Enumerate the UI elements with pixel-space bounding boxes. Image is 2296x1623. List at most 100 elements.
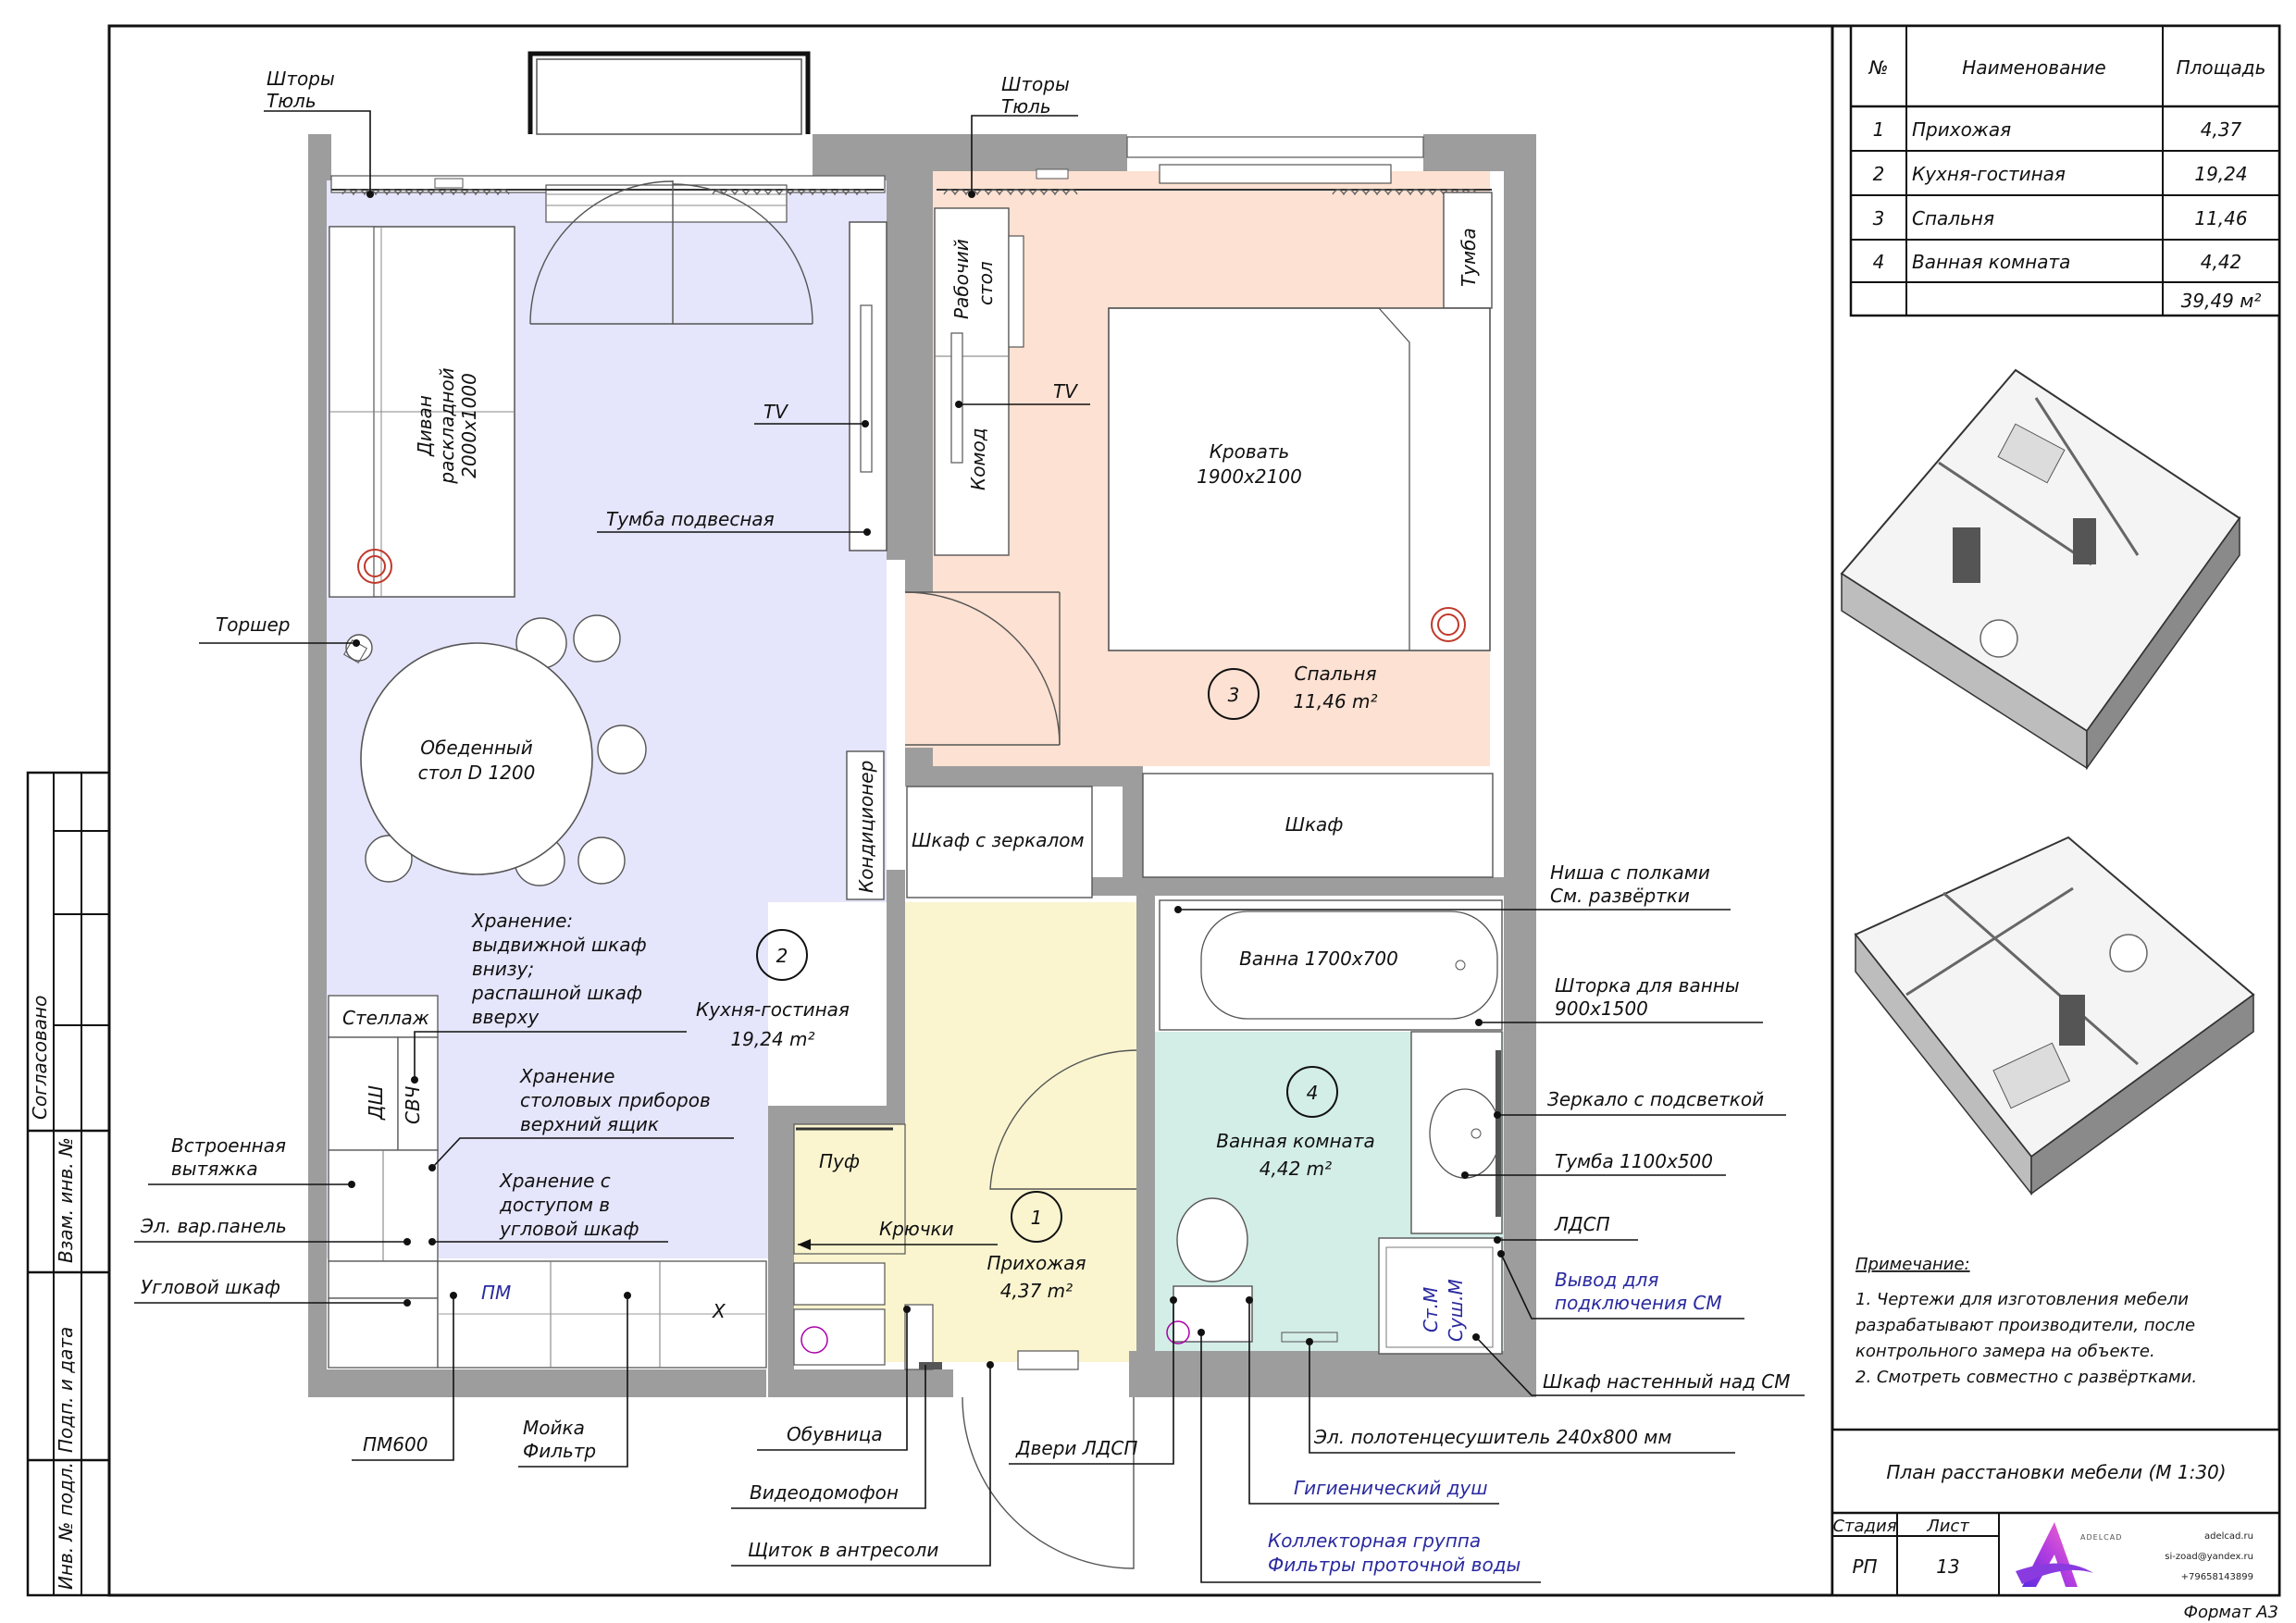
table-header-name: Наименование — [1962, 56, 2105, 79]
mirror-label: Зеркало с подсветкой — [1547, 1088, 1764, 1110]
bedroom-door — [904, 591, 1061, 746]
sofa-label-2: раскладной — [436, 367, 458, 484]
curtain-rail-bedroom — [937, 168, 1492, 196]
side-stamp-sign-date: Подп. и дата — [55, 1327, 77, 1453]
logo-text: ADELCAD — [2080, 1533, 2122, 1542]
sheet-value: 13 — [1936, 1555, 1959, 1578]
kitchen-cabinets: Стеллаж ДШ СВЧ ПМ Х — [328, 995, 767, 1369]
collector-1: Коллекторная группа — [1268, 1530, 1481, 1552]
notes-line-3: контрольного замера на объекте. — [1855, 1342, 2155, 1361]
dishwasher-label: ПМ — [481, 1282, 511, 1304]
toilet — [1166, 1197, 1338, 1344]
balcony-door — [529, 180, 813, 325]
panel-label: Щиток в антресоли — [748, 1539, 938, 1561]
microwave-label: СВЧ — [402, 1085, 424, 1124]
vanity-label: Тумба 1100х500 — [1555, 1150, 1713, 1172]
storage2-1: Хранение — [519, 1065, 614, 1087]
room-2-name: Кухня-гостиная — [696, 998, 850, 1021]
room-2-number: 2 — [776, 945, 788, 967]
hygienic-shower-label: Гигиенический душ — [1294, 1477, 1488, 1499]
desk-label-2: стол — [974, 261, 997, 305]
wardrobe: Шкаф — [1142, 773, 1494, 878]
desk-label-1: Рабочий — [950, 239, 973, 319]
rack-label: Стеллаж — [342, 1007, 429, 1029]
notes-line-2: разрабатывают производители, после — [1855, 1316, 2195, 1335]
bathtub-label: Ванна 1700х700 — [1239, 948, 1398, 970]
room-3-area: 11,46 m² — [1293, 690, 1377, 712]
table-row-2-area: 19,24 — [2194, 163, 2247, 185]
notes: Примечание: 1. Чертежи для изготовления … — [1855, 1255, 2197, 1387]
curtains-right-2: Тюль — [1001, 95, 1051, 118]
nightstand-label: Тумба — [1458, 228, 1480, 287]
sofa-label-1: Диван — [414, 395, 436, 457]
notes-title: Примечание: — [1855, 1255, 1970, 1274]
contact-site: adelcad.ru — [2204, 1531, 2253, 1542]
window-kitchen — [330, 175, 886, 223]
table-row-3-area: 11,46 — [2194, 207, 2247, 229]
niche-2: См. развёртки — [1550, 885, 1690, 907]
table-row-1-name: Прихожая — [1912, 118, 2011, 141]
shoe-rack-label: Обувница — [787, 1423, 883, 1445]
wardrobe-label: Шкаф — [1285, 813, 1344, 836]
window-bedroom — [1126, 136, 1424, 184]
contact-phone: +79658143899 — [2181, 1572, 2253, 1582]
storage1-2: выдвижной шкаф — [472, 934, 647, 956]
towel-rail-label: Эл. полотенцесушитель 240х800 мм — [1313, 1426, 1671, 1448]
isometric-preview-2 — [1854, 836, 2255, 1196]
table-row-4-no: 4 — [1873, 251, 1885, 273]
table-row-3-no: 3 — [1873, 207, 1885, 229]
tv-left-label: TV — [763, 401, 788, 423]
storage3-1: Хранение с — [499, 1170, 611, 1192]
washer-cabinet: Ст.М Суш.М — [1378, 1237, 1503, 1355]
stage-value: РП — [1852, 1555, 1877, 1578]
hanging-stand-label: Тумба подвесная — [606, 508, 775, 530]
table-row-1-no: 1 — [1873, 118, 1885, 141]
storage1-3: внизу; — [472, 958, 534, 980]
doors-label: Двери ЛДСП — [1015, 1437, 1137, 1459]
tv-unit-kitchen — [849, 221, 887, 551]
storage2-2: столовых приборов — [520, 1089, 711, 1111]
title-block: План расстановки мебели (М 1:30) Стадия … — [1831, 1428, 2281, 1597]
walls — [308, 134, 1536, 1397]
shower-curtain-2: 900х1500 — [1555, 997, 1648, 1020]
table-total: 39,49 м² — [2181, 290, 2262, 312]
room-2-area: 19,24 m² — [730, 1028, 814, 1050]
sheet-label: Лист — [1926, 1517, 1969, 1536]
room-marker-4: 4 Ванная комната 4,42 m² — [1216, 1066, 1375, 1180]
vanity-sink — [1410, 1031, 1503, 1234]
washer-outlet-1: Вывод для — [1555, 1269, 1658, 1291]
side-stamp: Согласовано Взам. инв. № Подп. и дата Ин… — [26, 771, 111, 1597]
dining-table: Обеденный стол D 1200 — [360, 614, 647, 886]
nightstand: Тумба — [1443, 192, 1493, 309]
side-stamp-agreed: Согласовано — [29, 996, 51, 1120]
mirror-wardrobe-label: Шкаф с зеркалом — [912, 829, 1085, 851]
storage1-5: вверху — [472, 1006, 540, 1028]
callouts: Шторы Тюль Шторы Тюль TV TV Тумба подвес… — [134, 68, 1805, 1583]
sofa-label-3: 2000х1000 — [458, 373, 480, 478]
sink-2: Фильтр — [523, 1440, 596, 1462]
corner-cabinet-label: Угловой шкаф — [141, 1276, 280, 1298]
x-mark-label: Х — [712, 1300, 726, 1322]
table-row-3-name: Спальня — [1912, 207, 1994, 229]
bed-label-1: Кровать — [1210, 440, 1290, 463]
storage1-1: Хранение: — [471, 910, 573, 932]
pm600-label: ПМ600 — [363, 1433, 428, 1456]
ac-label: Кондиционер — [855, 761, 877, 893]
room-marker-1: 1 Прихожая 4,37 m² — [987, 1191, 1086, 1302]
room-3-number: 3 — [1228, 684, 1240, 706]
sink-1: Мойка — [523, 1417, 585, 1439]
table-row-2-no: 2 — [1873, 163, 1885, 185]
mirror-wardrobe: Шкаф с зеркалом — [906, 786, 1093, 898]
hall-furniture: Пуф — [793, 1123, 1079, 1370]
dresser-label: Комод — [967, 427, 989, 490]
washer-outlet-2: подключения СМ — [1555, 1292, 1722, 1314]
curtains-left-1: Шторы — [267, 68, 335, 90]
isometric-preview-1 — [1840, 368, 2241, 771]
collector-2: Фильтры проточной воды — [1268, 1554, 1520, 1576]
side-stamp-replace: Взам. инв. № — [55, 1137, 77, 1263]
wall-cabinet-label: Шкаф настенный над СМ — [1543, 1370, 1791, 1393]
table-row-4-name: Ванная комната — [1912, 251, 2070, 273]
contact-email: si-zoad@yandex.ru — [2165, 1552, 2253, 1562]
notes-line-4: 2. Смотреть совместно с развёртками. — [1855, 1368, 2197, 1387]
room-4-area: 4,42 m² — [1260, 1158, 1332, 1180]
